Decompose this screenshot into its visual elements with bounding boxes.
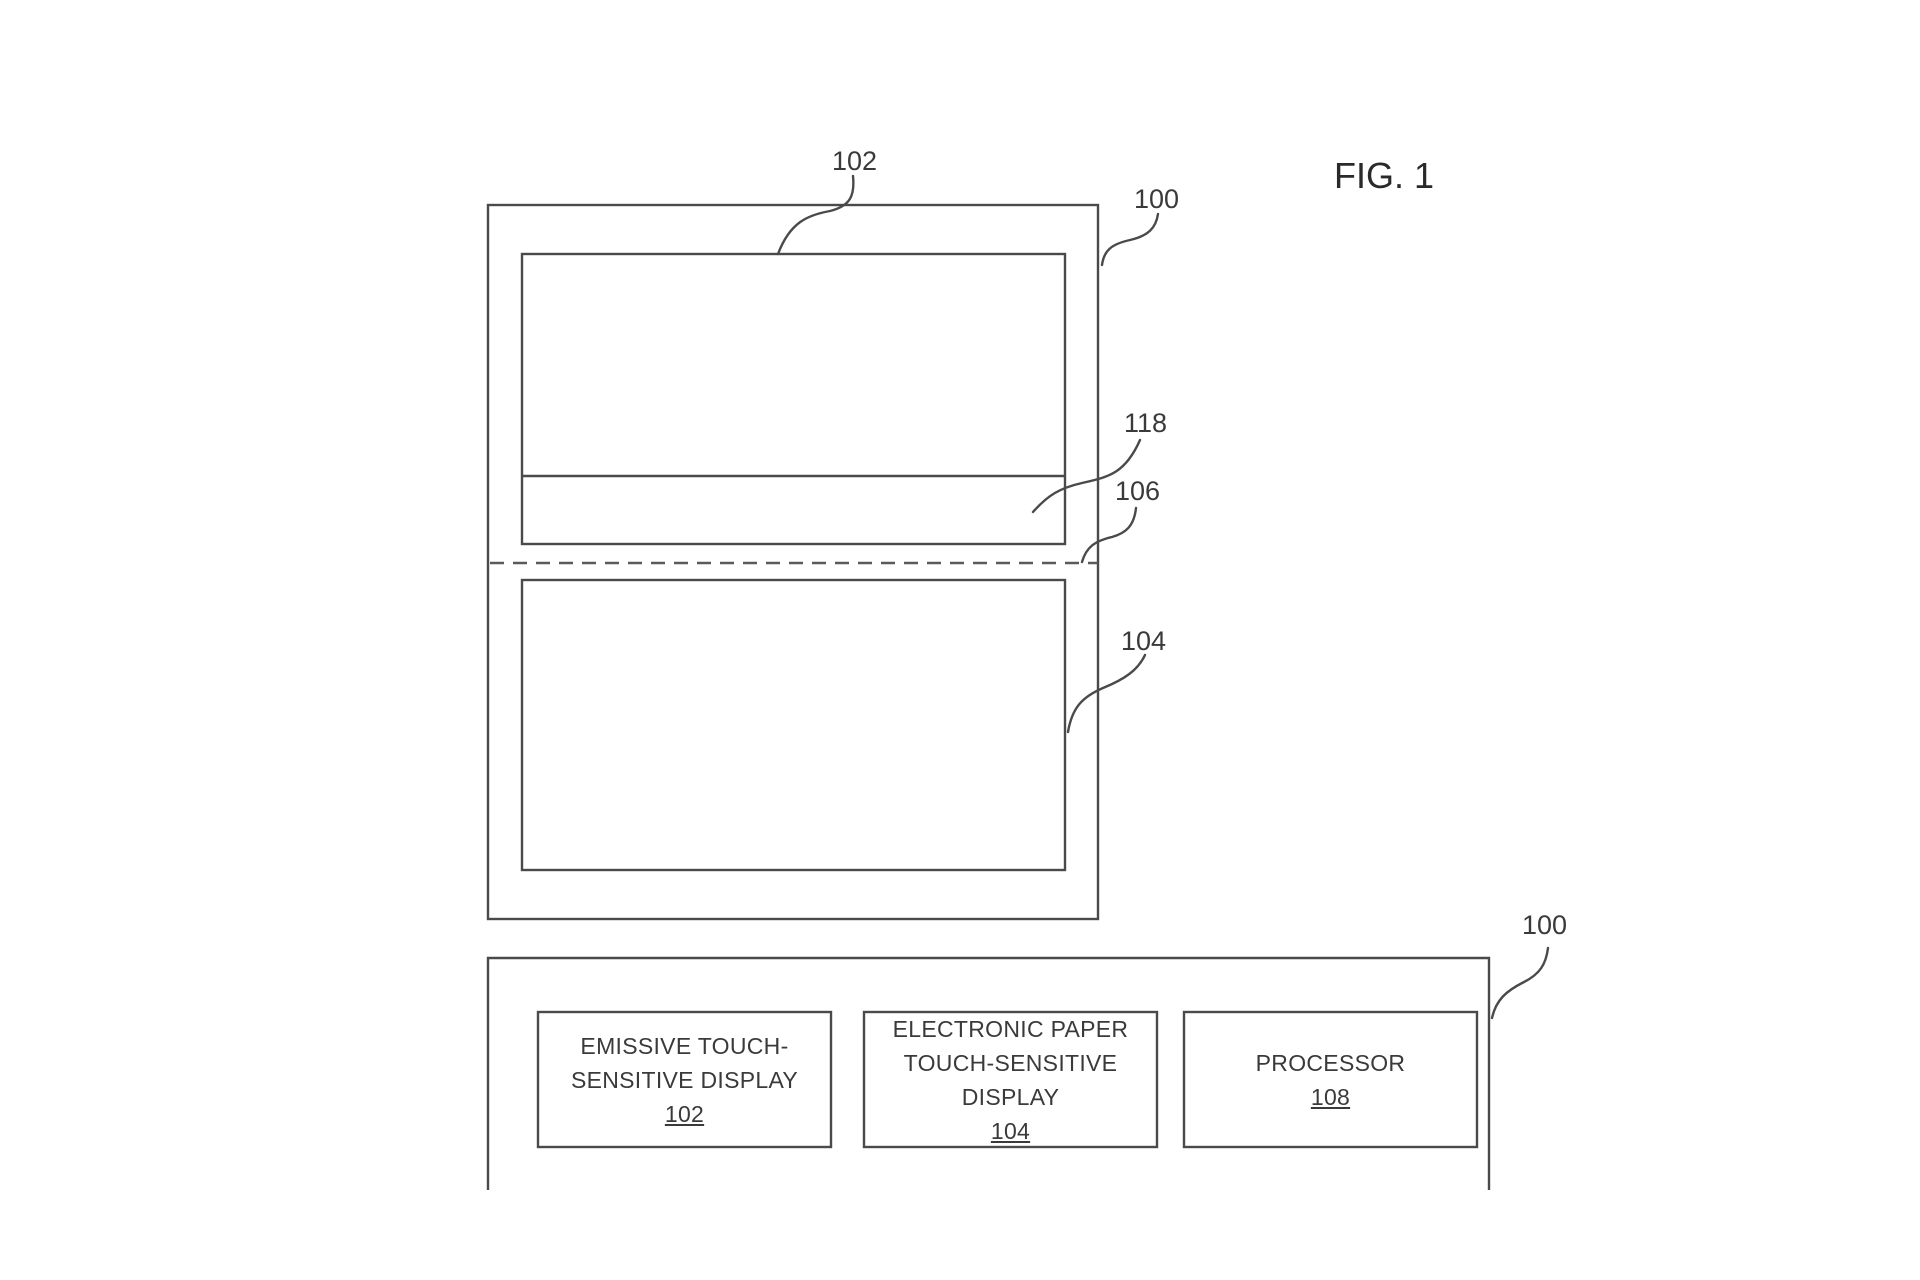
block-electronic-paper-display	[862, 1010, 1159, 1149]
leader-100-top	[1100, 212, 1160, 267]
ref-106: 106	[1115, 476, 1160, 506]
block-line: EMISSIVE TOUCH-	[580, 1032, 789, 1059]
block-line: PROCESSOR	[1255, 1049, 1406, 1076]
block-label-processor: PROCESSOR 108	[1184, 1012, 1477, 1147]
leader-106	[1080, 506, 1138, 564]
ref-118: 118	[1124, 408, 1167, 438]
leader-118	[1031, 438, 1142, 514]
block-number: 102	[664, 1100, 705, 1127]
ref-102: 102	[832, 146, 877, 176]
leader-102	[776, 174, 855, 256]
ref-100-top: 100	[1134, 184, 1179, 214]
leader-104	[1066, 653, 1147, 734]
block-number: 108	[1310, 1083, 1351, 1110]
block-emissive-display	[536, 1010, 833, 1149]
leader-100-bottom	[1490, 946, 1550, 1020]
block-line: DISPLAY	[961, 1083, 1060, 1110]
electronic-paper-display	[520, 578, 1067, 872]
block-diagram-housing	[486, 956, 1491, 1190]
figure-title: FIG. 1	[1334, 155, 1434, 196]
block-processor	[1182, 1010, 1479, 1149]
block-number: 104	[990, 1117, 1031, 1144]
block-line: TOUCH-SENSITIVE	[903, 1049, 1118, 1076]
block-line: ELECTRONIC PAPER	[892, 1015, 1129, 1042]
ref-104: 104	[1121, 626, 1166, 656]
ref-100-bottom: 100	[1522, 910, 1567, 940]
block-label-electronic-paper-display: ELECTRONIC PAPER TOUCH-SENSITIVE DISPLAY…	[864, 1006, 1157, 1153]
emissive-display	[520, 252, 1067, 546]
block-label-emissive-display: EMISSIVE TOUCH- SENSITIVE DISPLAY 102	[538, 1012, 831, 1147]
block-line: SENSITIVE DISPLAY	[570, 1066, 799, 1093]
